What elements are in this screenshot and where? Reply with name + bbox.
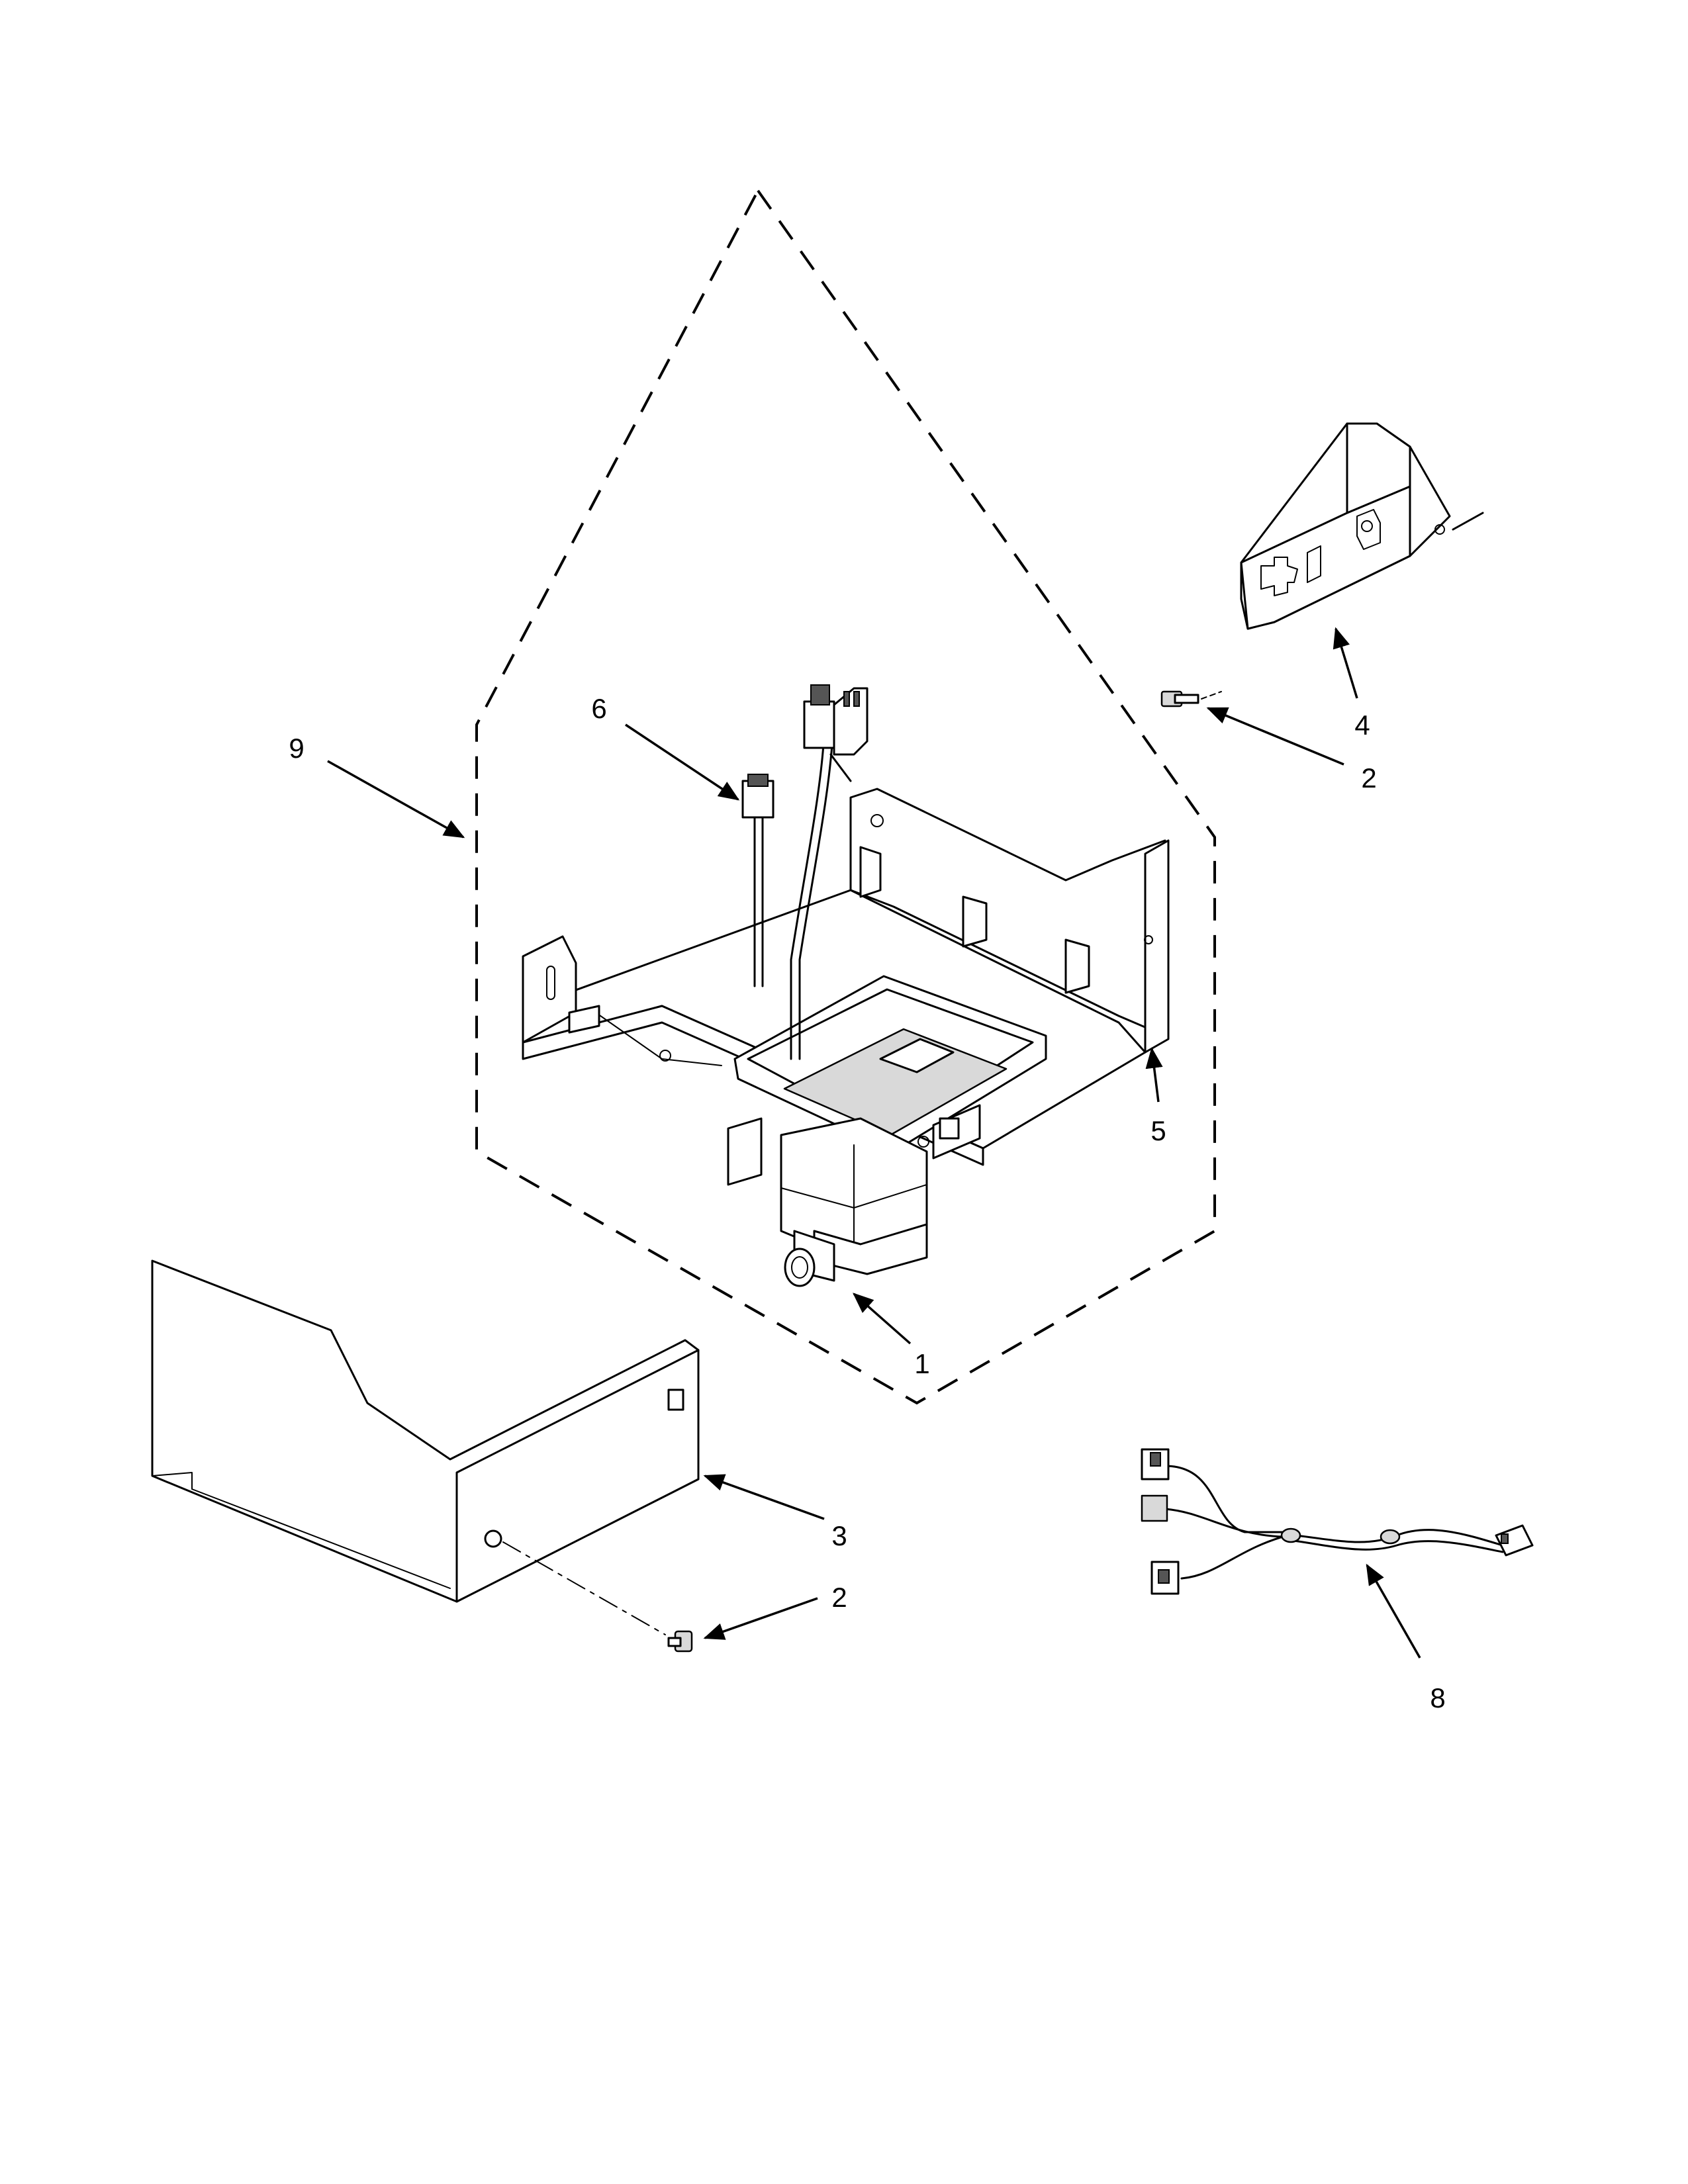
leader-2-upper [1206,707,1344,766]
leader-4 [1333,627,1358,699]
leader-2-lower [703,1597,818,1640]
pump-motor-part [727,1117,928,1287]
leader-6 [625,723,740,801]
leader-5 [1145,1047,1163,1103]
leader-9 [327,760,465,839]
callout-3: 3 [831,1520,847,1551]
screw-upper-part [1160,690,1222,707]
wiring-harness-part [1141,1448,1534,1595]
callout-6: 6 [591,693,606,724]
screw-lower-part [667,1630,693,1653]
cover-panel-part [151,1259,700,1635]
callout-8: 8 [1430,1682,1445,1713]
leader-3 [703,1474,825,1520]
callout-9: 9 [289,733,304,764]
mounting-bracket-part [1240,422,1484,630]
leader-8 [1366,1563,1421,1659]
assembly-boundary-dashed [475,188,1216,1405]
callout-2-lower: 2 [831,1582,847,1613]
wire-harness-part [741,684,868,1060]
bracket-part [522,788,1170,1166]
leader-1 [853,1293,912,1345]
callout-1: 1 [914,1348,929,1379]
callout-4: 4 [1354,709,1370,741]
callout-2-upper: 2 [1361,762,1376,794]
callout-5: 5 [1150,1115,1166,1146]
